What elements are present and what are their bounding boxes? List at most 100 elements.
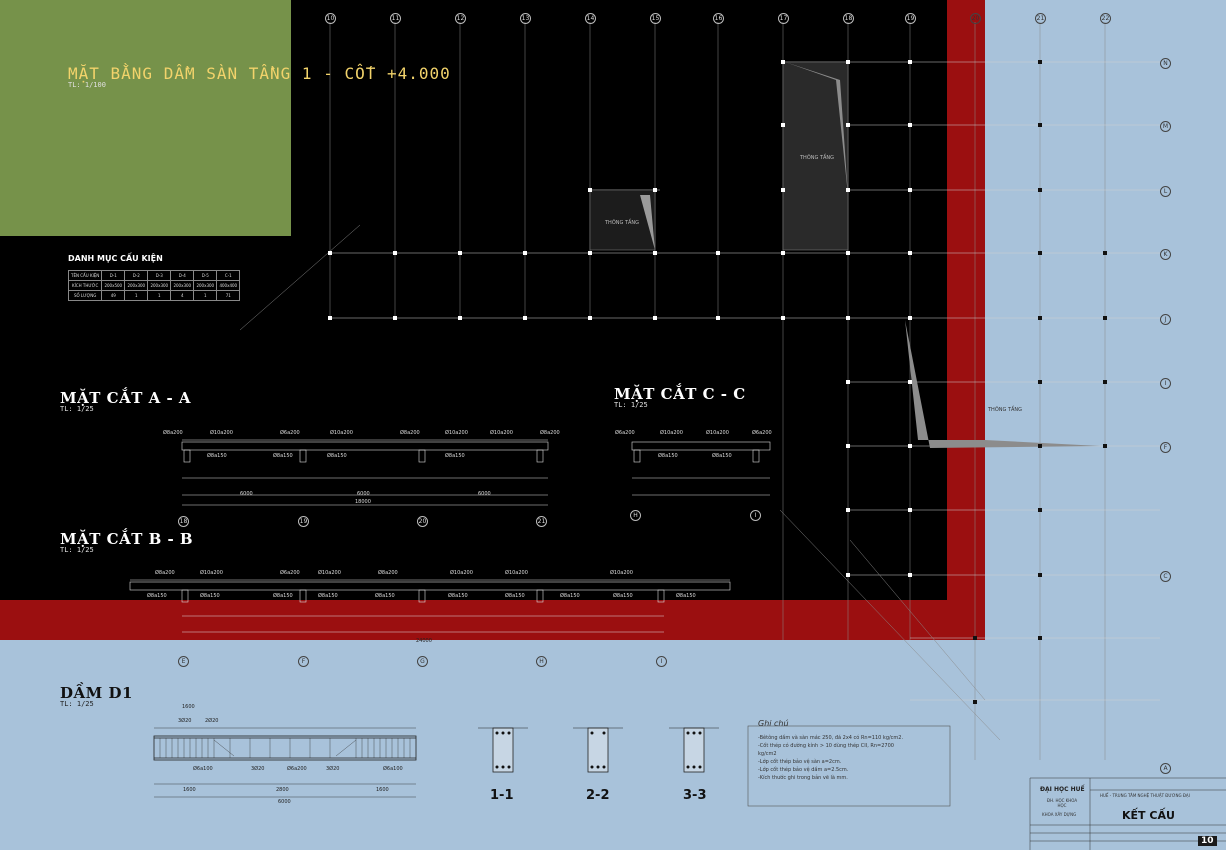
axis-bubble: F xyxy=(298,656,309,667)
schedule-cell: C-1 xyxy=(216,270,241,281)
rebar-label: Ø6a200 xyxy=(752,430,772,436)
axis-bubble: C xyxy=(1160,571,1171,582)
rebar-label: Ø10a200 xyxy=(490,430,513,436)
d1-label: 2800 xyxy=(276,787,289,793)
axis-bubble: L xyxy=(1160,186,1171,197)
blue-background-right xyxy=(985,0,1226,850)
schedule-cell: 1 xyxy=(193,290,218,301)
rebar-label: Ø10a200 xyxy=(445,430,468,436)
note-line: -Bêtông dầm và sàn mác 250, đá 2x4 có Rn… xyxy=(758,735,904,741)
axis-bubble: 20 xyxy=(417,516,428,527)
dim-total: 18000 xyxy=(355,499,371,505)
d1-label: 3Ø20 xyxy=(251,766,265,772)
axis-bubble: 22 xyxy=(1100,13,1111,24)
rebar-label: Ø10a200 xyxy=(505,570,528,576)
d1-label: Ø6a200 xyxy=(287,766,307,772)
rebar-label: Ø8a200 xyxy=(378,570,398,576)
d1-label: 3Ø20 xyxy=(326,766,340,772)
section-1-1-label: 1-1 xyxy=(490,788,514,803)
green-panel xyxy=(0,0,291,236)
section-3-3-label: 3-3 xyxy=(683,788,707,803)
schedule-cell: SỐ LƯỢNG xyxy=(67,290,103,301)
rebar-label: Ø8a150 xyxy=(207,453,227,459)
notes-panel: Ghi chú -Bêtông dầm và sàn mác 250, đá 2… xyxy=(752,718,954,784)
notes-title: Ghi chú xyxy=(758,719,789,728)
titleblock-sheet-number: 10 xyxy=(1198,836,1217,846)
rebar-label: Ø10a200 xyxy=(610,570,633,576)
axis-bubble: 12 xyxy=(455,13,466,24)
axis-bubble: 18 xyxy=(843,13,854,24)
rebar-label: Ø8a200 xyxy=(163,430,183,436)
axis-bubble: A xyxy=(1160,763,1171,774)
rebar-label: Ø10a200 xyxy=(210,430,233,436)
axis-bubble: 19 xyxy=(905,13,916,24)
axis-bubble: 11 xyxy=(390,13,401,24)
rebar-label: Ø10a200 xyxy=(330,430,353,436)
schedule-cell: TÊN CẤU KIỆN xyxy=(67,270,103,281)
stair-label: THÔNG TẦNG xyxy=(605,220,640,226)
rebar-label: Ø8a200 xyxy=(155,570,175,576)
d1-label: 2Ø20 xyxy=(205,718,219,724)
schedule-cell: D-3 xyxy=(147,270,172,281)
axis-bubble: J xyxy=(1160,314,1171,325)
titleblock-faculty: ĐH. HỌC KHOA HỌC xyxy=(1046,798,1078,808)
beam-d1-scale: TL: 1/25 xyxy=(60,700,94,708)
schedule-cell: 200x500 xyxy=(101,280,126,291)
axis-bubble: 21 xyxy=(536,516,547,527)
axis-bubble: E xyxy=(178,656,189,667)
section-c-scale: TL: 1/25 xyxy=(614,401,648,409)
axis-bubble: 20 xyxy=(970,13,981,24)
rebar-label: Ø8a150 xyxy=(318,593,338,599)
d1-label: Ø6a100 xyxy=(193,766,213,772)
axis-bubble: N xyxy=(1160,58,1171,69)
schedule-cell: 4 xyxy=(170,290,195,301)
axis-bubble: 13 xyxy=(520,13,531,24)
axis-bubble: F xyxy=(1160,442,1171,453)
rebar-label: Ø8a150 xyxy=(273,593,293,599)
note-line: -Lớp cốt thép bảo vệ sàn a=2cm. xyxy=(758,759,842,765)
d1-label: 1600 xyxy=(182,704,195,710)
schedule-cell: D-1 xyxy=(101,270,126,281)
red-band-vertical xyxy=(947,0,985,640)
axis-bubble: H xyxy=(536,656,547,667)
axis-bubble: 16 xyxy=(713,13,724,24)
section-2-2-label: 2-2 xyxy=(586,788,610,803)
axis-bubble: 18 xyxy=(178,516,189,527)
dim-label: 6000 xyxy=(240,491,253,497)
axis-bubble: 21 xyxy=(1035,13,1046,24)
rebar-label: Ø8a150 xyxy=(560,593,580,599)
rebar-label: Ø8a150 xyxy=(200,593,220,599)
rebar-label: Ø8a150 xyxy=(445,453,465,459)
red-band-horizontal xyxy=(0,600,985,640)
note-line: kg/cm2 xyxy=(758,751,777,757)
rebar-label: Ø10a200 xyxy=(318,570,341,576)
rebar-label: Ø6a200 xyxy=(280,430,300,436)
rebar-label: Ø10a200 xyxy=(450,570,473,576)
rebar-label: Ø8a150 xyxy=(613,593,633,599)
blue-background-bottom xyxy=(0,638,985,850)
axis-bubble: I xyxy=(1160,378,1171,389)
rebar-label: Ø8a200 xyxy=(540,430,560,436)
schedule-cell: D-2 xyxy=(124,270,149,281)
schedule-cell: D-5 xyxy=(193,270,218,281)
schedule-cell: 200x300 xyxy=(170,280,195,291)
rebar-label: Ø8a150 xyxy=(448,593,468,599)
schedule-cell: D-4 xyxy=(170,270,195,281)
schedule-cell: 1 xyxy=(124,290,149,301)
dim-total: 24000 xyxy=(416,638,432,644)
schedule-cell: KÍCH THƯỚC xyxy=(67,280,103,291)
note-line: -Lớp cốt thép bảo vệ dầm a=2.5cm. xyxy=(758,767,849,773)
stair-label: THÔNG TẦNG xyxy=(988,407,1023,413)
rebar-label: Ø8a150 xyxy=(658,453,678,459)
schedule-cell: 200x300 xyxy=(193,280,218,291)
axis-bubble: G xyxy=(417,656,428,667)
section-b-scale: TL: 1/25 xyxy=(60,546,94,554)
rebar-label: Ø6a200 xyxy=(280,570,300,576)
section-b-title: MẶT CẮT B - B xyxy=(60,530,194,548)
rebar-label: Ø8a150 xyxy=(676,593,696,599)
axis-bubble: H xyxy=(630,510,641,521)
axis-bubble: 19 xyxy=(298,516,309,527)
rebar-label: Ø8a150 xyxy=(147,593,167,599)
